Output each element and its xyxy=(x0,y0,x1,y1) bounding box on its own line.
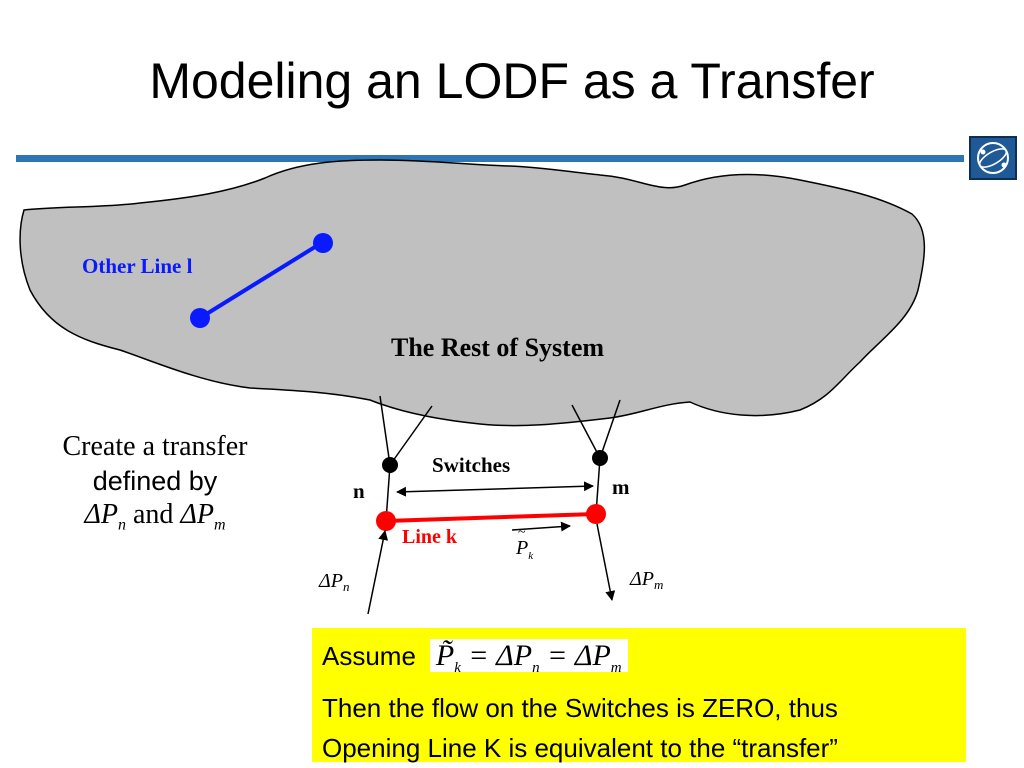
rest-of-system-region xyxy=(19,159,926,427)
create-and: and xyxy=(126,499,181,530)
eq-eq2: = ΔP xyxy=(539,639,611,672)
create-line-3: ΔPn and ΔPm xyxy=(30,498,280,543)
line-k xyxy=(385,512,597,523)
line-k-flow-arrow xyxy=(511,521,571,532)
assume-equation: P̃k = ΔPn = ΔPm xyxy=(429,639,628,676)
tie-line-n-2 xyxy=(389,405,433,466)
delta-pm-arrow xyxy=(596,523,616,601)
svg-text:Pk: Pk xyxy=(515,537,534,562)
delta-pn-label: ΔPn xyxy=(318,570,349,594)
create-dpm-sub: m xyxy=(213,516,226,534)
eq-eq1: = ΔP xyxy=(460,639,533,672)
switches-arrow xyxy=(396,481,594,497)
other-line-label: Other Line l xyxy=(82,254,193,278)
other-line-start-bus xyxy=(190,308,210,328)
other-line-l xyxy=(198,240,325,320)
slide-title: Modeling an LODF as a Transfer xyxy=(149,53,875,109)
tie-line-m-2 xyxy=(599,399,621,459)
create-dpm: ΔP xyxy=(180,499,214,530)
delta-pn-symbol: ΔP xyxy=(318,570,343,592)
eq-p-sub: k xyxy=(454,660,461,676)
line-k-flow-label: Pk ~ xyxy=(515,525,534,562)
other-line-end-bus xyxy=(313,233,333,253)
bus-n-label: n xyxy=(353,479,365,503)
eq-n-sub: n xyxy=(532,660,540,676)
bus-m-label: m xyxy=(612,475,630,499)
create-transfer-text: Create a transfer defined by ΔPn and ΔPm xyxy=(30,430,280,543)
logo-icon xyxy=(969,136,1017,180)
assume-line-2: Then the flow on the Switches is ZERO, t… xyxy=(322,693,838,723)
assume-line-3: Opening Line K is equivalent to the “tra… xyxy=(322,733,838,763)
eq-p: P̃ xyxy=(435,639,455,672)
eq-m-sub: m xyxy=(610,660,622,676)
tie-line-n-1 xyxy=(379,395,391,466)
create-line-2: defined by xyxy=(92,466,218,496)
system-label: The Rest of System xyxy=(391,333,604,362)
flow-sub: k xyxy=(528,550,534,562)
svg-text:~: ~ xyxy=(518,525,526,540)
delta-pm-label: ΔPm xyxy=(629,568,663,592)
create-line-1: Create a transfer xyxy=(62,431,248,462)
create-dpn: ΔP xyxy=(84,499,118,530)
title-rule xyxy=(16,155,964,162)
flow-symbol: P xyxy=(515,537,528,559)
delta-pn-arrow xyxy=(367,530,389,615)
switches-label: Switches xyxy=(432,453,510,477)
delta-pm-sub: m xyxy=(654,577,663,592)
delta-pm-symbol: ΔP xyxy=(629,568,654,590)
create-dpn-sub: n xyxy=(118,516,126,534)
line-k-label: Line k xyxy=(402,526,458,548)
line-k-bus-m xyxy=(586,504,606,524)
assume-label: Assume xyxy=(322,641,416,671)
delta-pn-sub: n xyxy=(343,579,350,594)
line-k-bus-n xyxy=(376,511,396,531)
tie-line-m-1 xyxy=(571,404,601,459)
